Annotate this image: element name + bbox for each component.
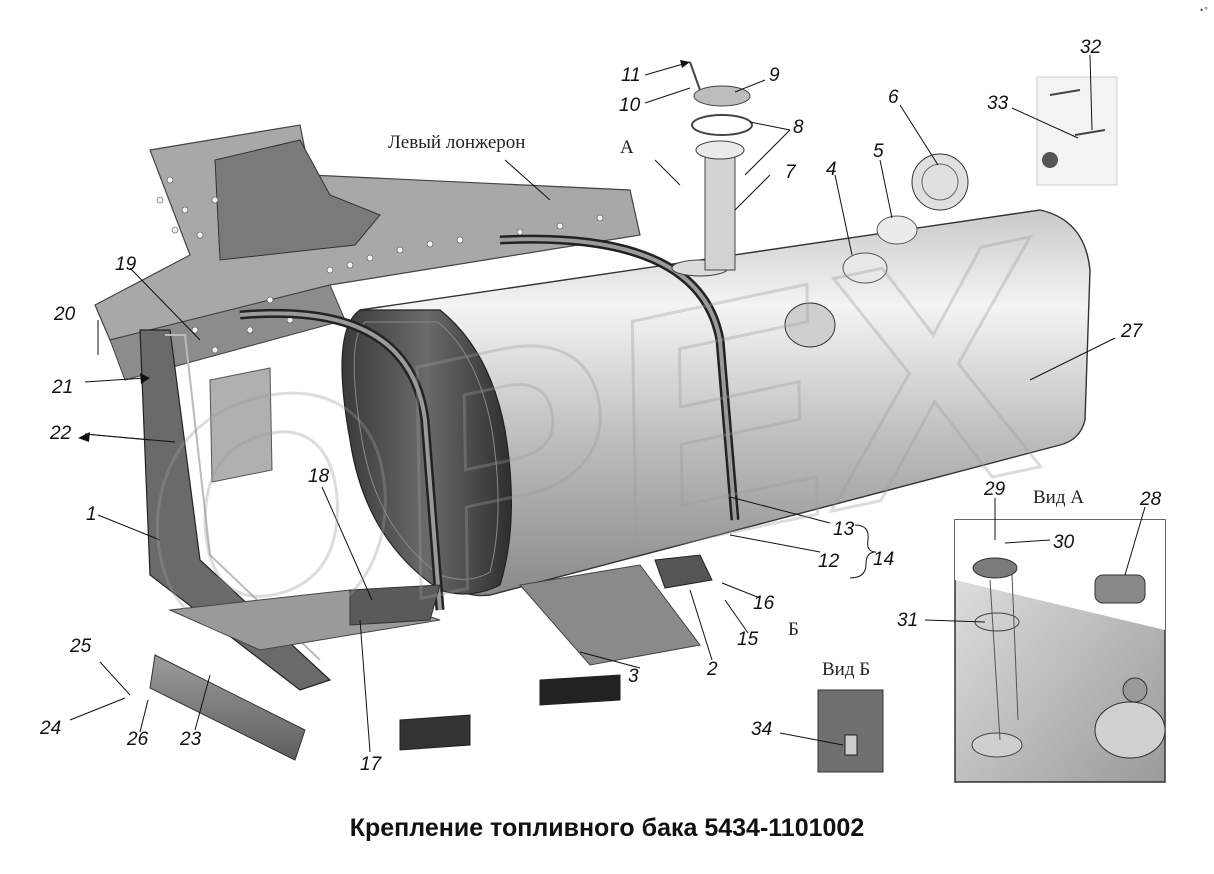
callout-10: 10 (619, 95, 641, 116)
leader-lines (69, 54, 1146, 753)
callout-20: 20 (54, 304, 76, 325)
view-b-inset (817, 689, 884, 773)
callout-2: 2 (707, 659, 718, 680)
callout-34: 34 (751, 719, 773, 740)
detail-sketch-bolts (1036, 76, 1118, 186)
callout-30: 30 (1053, 532, 1075, 553)
callout-9: 9 (769, 65, 780, 86)
callout-14: 14 (873, 549, 895, 570)
left-spar (94, 124, 641, 381)
callout-16: 16 (753, 593, 775, 614)
callout-31: 31 (897, 610, 919, 631)
callout-18: 18 (308, 466, 330, 487)
figure-caption: Крепление топливного бака 5434-1101002 (349, 814, 865, 842)
callout-33: 33 (987, 93, 1009, 114)
callout-3: 3 (628, 666, 639, 687)
filler-neck (689, 61, 753, 271)
leader-arrowheads (78, 60, 690, 442)
callout-17: 17 (360, 754, 382, 775)
callout-7: 7 (785, 162, 796, 183)
callout-12: 12 (818, 551, 840, 572)
view-b-marker: Б (788, 619, 799, 640)
callout-26: 26 (127, 729, 149, 750)
callout-25: 25 (70, 636, 92, 657)
corner-mark: •° (1199, 6, 1208, 15)
callout-15: 15 (737, 629, 759, 650)
callout-8: 8 (793, 117, 804, 138)
callout-32: 32 (1080, 37, 1102, 58)
callout-4: 4 (826, 159, 837, 180)
left-spar-label: Левый лонжерон (388, 132, 526, 153)
view-a-marker: А (620, 137, 634, 158)
callout-19: 19 (115, 254, 137, 275)
callout-27: 27 (1121, 321, 1143, 342)
callout-29: 29 (984, 479, 1006, 500)
callout-1: 1 (86, 504, 97, 525)
callout-24: 24 (40, 718, 62, 739)
callout-13: 13 (833, 519, 855, 540)
view-a-inset (954, 519, 1166, 783)
callout-22: 22 (50, 423, 72, 444)
callout-5: 5 (873, 141, 884, 162)
callout-23: 23 (180, 729, 202, 750)
view-b-title: Вид Б (822, 659, 871, 680)
callout-6: 6 (888, 87, 899, 108)
fuel-tank-body (239, 153, 1091, 611)
callout-21: 21 (52, 377, 74, 398)
rear-bracket-plate (209, 367, 273, 483)
view-a-title: Вид А (1033, 487, 1084, 508)
callout-11: 11 (621, 65, 641, 86)
callout-28: 28 (1140, 489, 1162, 510)
mounting-straps (139, 329, 713, 761)
